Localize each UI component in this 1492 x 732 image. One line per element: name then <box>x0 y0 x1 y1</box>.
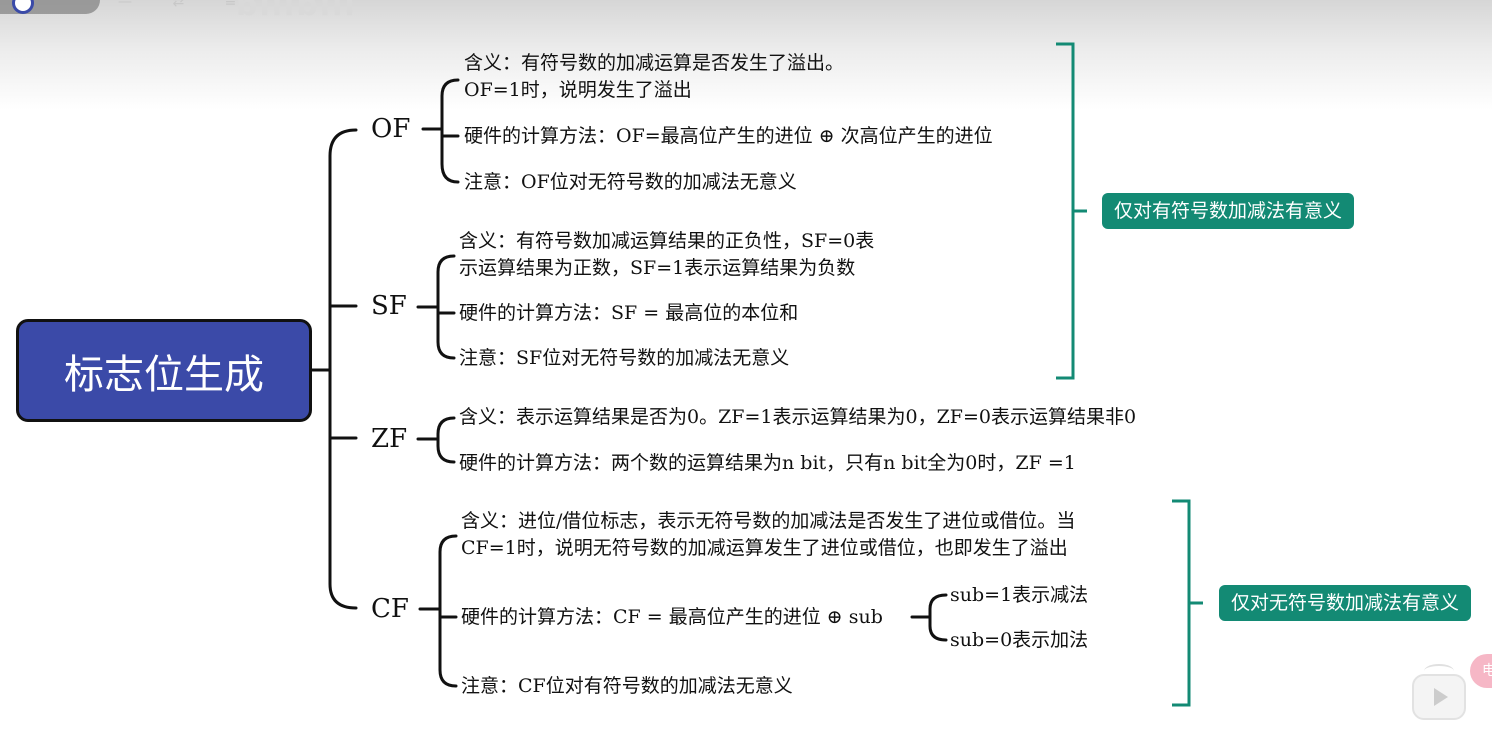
of-meaning-line1: 含义：有符号数的加减运算是否发生了溢出。 <box>464 52 845 74</box>
zf-hardware: 硬件的计算方法：两个数的运算结果为n bit，只有n bit全为0时，ZF =1 <box>459 452 1076 474</box>
flag-cf: CF <box>371 594 409 624</box>
root-node: 标志位生成 <box>16 319 312 422</box>
sf-meaning-line1: 含义：有符号数加减运算结果的正负性，SF=0表 <box>459 230 875 252</box>
tv-ears-icon <box>1424 664 1454 678</box>
signed-bracket <box>1056 42 1075 380</box>
unsigned-only-badge: 仅对无符号数加减法有意义 <box>1219 585 1472 621</box>
flag-of: OF <box>371 114 411 144</box>
flag-sf: SF <box>371 291 407 321</box>
cf-bracket <box>438 534 458 688</box>
cf-sub-bracket <box>928 593 948 642</box>
zf-bracket <box>436 416 456 464</box>
sf-meaning-line2: 示运算结果为正数，SF=1表示运算结果为负数 <box>459 257 856 279</box>
cf-sub-0: sub=0表示加法 <box>950 629 1089 651</box>
video-top-fade <box>0 0 1492 110</box>
flag-zf: ZF <box>371 424 408 454</box>
cf-meaning-line1: 含义：进位/借位标志，表示无符号数的加减法是否发生了进位或借位。当 <box>461 510 1076 532</box>
cf-note: 注意：CF位对有符号数的加减法无意义 <box>461 675 793 697</box>
player-icons: — ⇄ ≡ <box>118 0 255 10</box>
unsigned-bracket <box>1172 499 1191 707</box>
of-note: 注意：OF位对无符号数的加减法无意义 <box>464 171 797 193</box>
main-trunk <box>328 128 358 610</box>
cf-meaning-line2: CF=1时，说明无符号数的加减运算发生了进位或借位，也即发生了溢出 <box>461 537 1068 559</box>
cf-sub-1: sub=1表示减法 <box>950 584 1089 606</box>
of-hardware: 硬件的计算方法：OF=最高位产生的进位 ⊕ 次高位产生的进位 <box>464 125 993 147</box>
root-title: 标志位生成 <box>64 351 264 398</box>
of-bracket <box>440 78 460 184</box>
sf-bracket <box>436 254 456 360</box>
signed-only-badge: 仅对有符号数加减法有意义 <box>1102 193 1355 229</box>
zf-meaning: 含义：表示运算结果是否为0。ZF=1表示运算结果为0，ZF=0表示运算结果非0 <box>459 406 1137 428</box>
of-meaning-line2: OF=1时，说明发生了溢出 <box>464 79 692 101</box>
side-charge-button[interactable]: 电 <box>1470 654 1492 688</box>
sf-hardware: 硬件的计算方法：SF = 最高位的本位和 <box>459 302 799 324</box>
cf-hardware: 硬件的计算方法：CF = 最高位产生的进位 ⊕ sub <box>461 606 883 628</box>
sf-note: 注意：SF位对无符号数的加减法无意义 <box>459 347 790 369</box>
avatar[interactable] <box>12 0 34 14</box>
play-icon[interactable] <box>1412 674 1466 720</box>
bilibili-watermark: bilibili <box>236 0 357 23</box>
